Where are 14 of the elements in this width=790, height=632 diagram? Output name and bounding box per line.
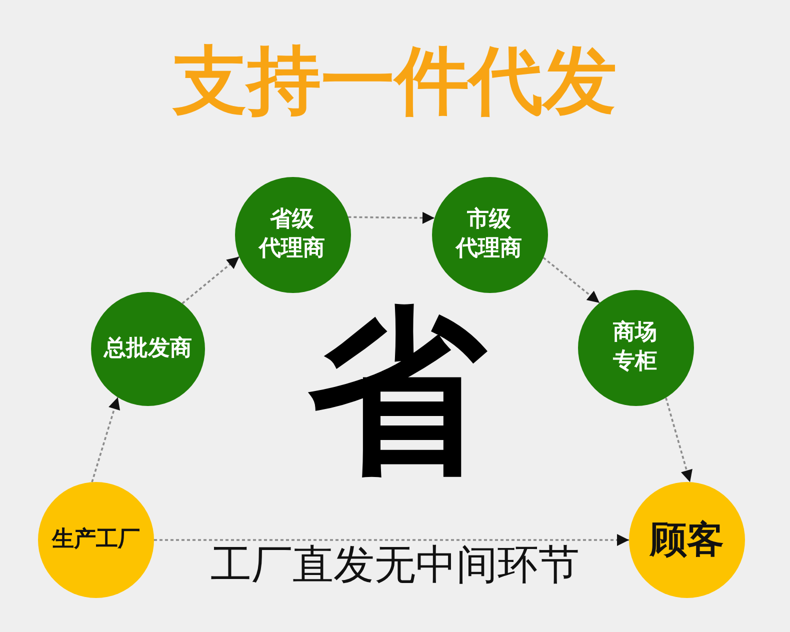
dashed-arrow bbox=[91, 397, 120, 482]
title: 支持一件代发 bbox=[173, 44, 617, 118]
large-character: 省 bbox=[308, 303, 486, 481]
stage-circle: 商场专柜 bbox=[578, 290, 694, 406]
stage-circle: 省级代理商 bbox=[235, 177, 351, 293]
dashed-arrow bbox=[542, 257, 600, 304]
stage-circle: 总批发商 bbox=[91, 292, 205, 406]
stage-circle: 顾客 bbox=[629, 482, 745, 598]
dashed-arrow bbox=[348, 212, 434, 224]
dashed-arrow bbox=[154, 534, 629, 546]
stage-circle: 市级代理商 bbox=[432, 177, 548, 293]
dashed-arrow bbox=[665, 397, 692, 482]
dashed-arrow bbox=[182, 256, 240, 304]
stage-circle: 生产工厂 bbox=[38, 482, 154, 598]
